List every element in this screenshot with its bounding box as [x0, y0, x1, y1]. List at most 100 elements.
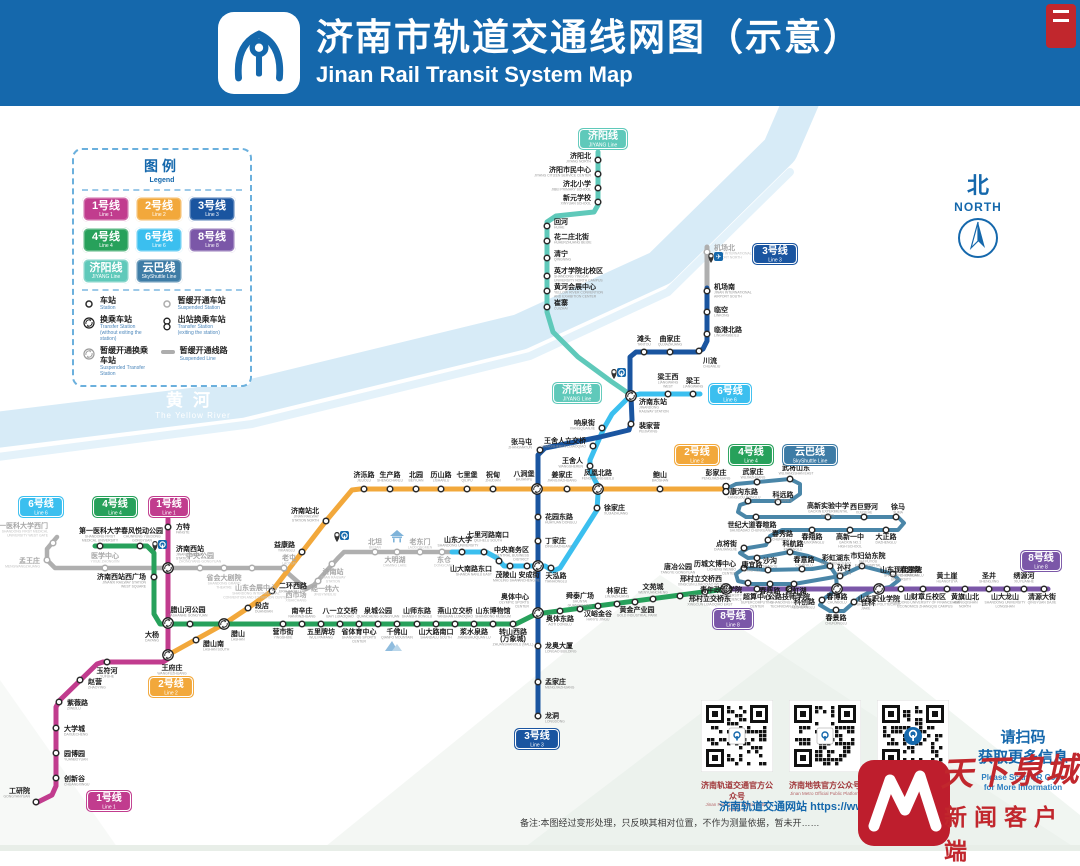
station-label: 花园东路: [545, 512, 574, 521]
station-dot: [386, 485, 394, 493]
station-label-en: CHUNJINGLU: [825, 622, 847, 626]
transfer-station-icon: [532, 560, 544, 572]
station-label: 北园: [409, 470, 423, 479]
station-dot: [1040, 585, 1048, 593]
station-label: 黄土崖: [937, 571, 958, 580]
station-label-en: SHANDONG UNIVERSITY: [438, 544, 480, 548]
station-label: 济南西站西广场: [97, 572, 146, 581]
svg-text:Line 6: Line 6: [34, 511, 48, 517]
station-dot: [437, 485, 445, 493]
svg-text:Line 3: Line 3: [530, 743, 544, 749]
transfer-station-icon: [592, 483, 604, 495]
station-label-en: ZIWEILU: [67, 707, 81, 711]
station-label: 清源大街: [1028, 592, 1056, 601]
compass-icon: [958, 218, 998, 258]
station-label-en: ZHAOYING: [88, 686, 106, 690]
transfer-station-icon: [720, 583, 732, 595]
svg-text:8号线: 8号线: [720, 609, 746, 622]
svg-text:济阳线: 济阳线: [562, 383, 592, 396]
line-path-line4: [92, 543, 729, 627]
station-label: 二环西路: [279, 581, 308, 590]
station-label: 历山路: [431, 470, 453, 479]
station-label-en: LASHANHE GONGYUAN: [168, 614, 208, 618]
station-label: 济南站: [323, 567, 344, 576]
station-label-en: YUANBOYUAN: [64, 758, 88, 762]
station-label-en: MENGWANGZHUANG: [5, 565, 40, 569]
qr-image: [876, 699, 950, 773]
station-label: 超算中心: [743, 592, 771, 601]
station-dot: [703, 248, 711, 256]
station-label-en: XIANGQUANJIE: [570, 427, 596, 431]
station-dot: [744, 497, 752, 505]
station-label: 工研院: [9, 786, 30, 795]
station-label: 清宁: [554, 249, 568, 258]
station-dot: [786, 548, 794, 556]
station-dot: [543, 287, 551, 295]
station-dot: [55, 698, 63, 706]
legend-title-en: Legend: [149, 177, 175, 184]
station-label-en: JIANGJIAZHUANG: [547, 479, 577, 483]
station-label: 春晖路: [759, 586, 782, 595]
station-label-en: YUFUHE: [100, 675, 115, 679]
station-label: 临空: [714, 305, 728, 314]
qr-image: [700, 699, 774, 773]
station-label-en: LIANGWANG: [683, 385, 704, 389]
station-label-en: CHUNXIULU: [772, 538, 792, 542]
pin-rail-icon: [152, 540, 167, 551]
station-label: 曲家庄: [660, 334, 681, 343]
station-dot: [52, 724, 60, 732]
svg-text:济阳线: 济阳线: [588, 129, 618, 142]
station-label-en: ANCHENGJIE: [518, 579, 541, 583]
station-label-en: JIYANG CITIZEN SERVICE CENTER: [534, 174, 591, 178]
transfer-station-icon: [625, 390, 637, 402]
station-dot: [534, 712, 542, 720]
north-indicator: 北 NORTH: [942, 168, 1014, 267]
station-label-en: SHANDALU SOUTH: [420, 636, 452, 640]
station-label-en: XUJIAZHUANG: [604, 512, 628, 516]
line-path-jiyang: [544, 149, 631, 396]
station-label-en: LAODONGMEN: [408, 546, 433, 550]
svg-text:4号线: 4号线: [102, 497, 128, 510]
station-dot: [196, 564, 204, 572]
station-label: 赵营: [87, 677, 102, 686]
station-label-en: QINGYUAN DAJIE: [1028, 601, 1057, 605]
station-label-en: XISHICHANG: [285, 599, 306, 603]
station-label: 大杨: [145, 630, 159, 639]
station-label: 梁王: [685, 376, 700, 385]
station-label-en: ZHUDIAN: [485, 479, 501, 483]
station-dot: [49, 539, 57, 547]
station-label: 舜泰广场: [566, 591, 594, 600]
station-label-en: LINGANGBEILU: [714, 334, 740, 338]
station-label: 玉符河: [97, 666, 118, 675]
station-label-en: LONGDONG: [545, 720, 565, 724]
station-label: 沙沟: [763, 556, 777, 565]
svg-text:✈: ✈: [716, 254, 722, 261]
station-label: 安成街: [519, 570, 540, 579]
station-label: 茂陵山: [496, 570, 517, 579]
svg-text:8号线: 8号线: [1028, 551, 1054, 564]
station-dot: [248, 564, 256, 572]
station-dot: [689, 390, 697, 398]
station-label-en: QILIHELU SOUTH: [474, 539, 503, 543]
station-label-en: QIANFO MOUNTAIN: [381, 636, 413, 640]
station-dot: [534, 678, 542, 686]
station-label-en: KANGYILU: [743, 569, 761, 573]
station-label: 王府庄: [162, 663, 183, 672]
station-label-en: SHANDONG POLYTECHNIC: [857, 603, 902, 607]
station-label: 徐家庄: [603, 503, 625, 512]
svg-text:Line 8: Line 8: [1034, 565, 1048, 571]
transfer-station-icon: [162, 562, 174, 574]
